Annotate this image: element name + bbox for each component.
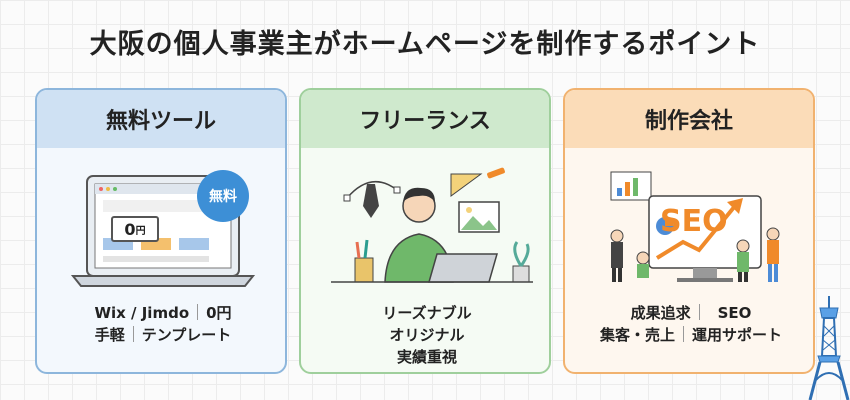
- card-description: リーズナブル オリジナル 実績重視: [382, 304, 472, 366]
- growth-chart-icon: [610, 171, 780, 282]
- card-heading: 制作会社: [565, 90, 813, 148]
- seo-team-illustration: SEO: [565, 162, 813, 302]
- tsutenkaku-tower-icon: [808, 296, 850, 400]
- card-heading: 無料ツール: [37, 90, 285, 148]
- card-heading: フリーランス: [301, 90, 549, 148]
- card-agency: 制作会社: [563, 88, 815, 374]
- laptop-icon: [70, 175, 256, 287]
- page-title: 大阪の個人事業主がホームページを制作するポイント: [89, 29, 761, 60]
- seo-graphic-text: SEO: [660, 204, 728, 239]
- designer-icon: [331, 167, 533, 283]
- free-badge: 無料: [197, 170, 249, 222]
- card-freelance: フリーランス: [299, 88, 551, 374]
- designer-illustration: [301, 162, 549, 302]
